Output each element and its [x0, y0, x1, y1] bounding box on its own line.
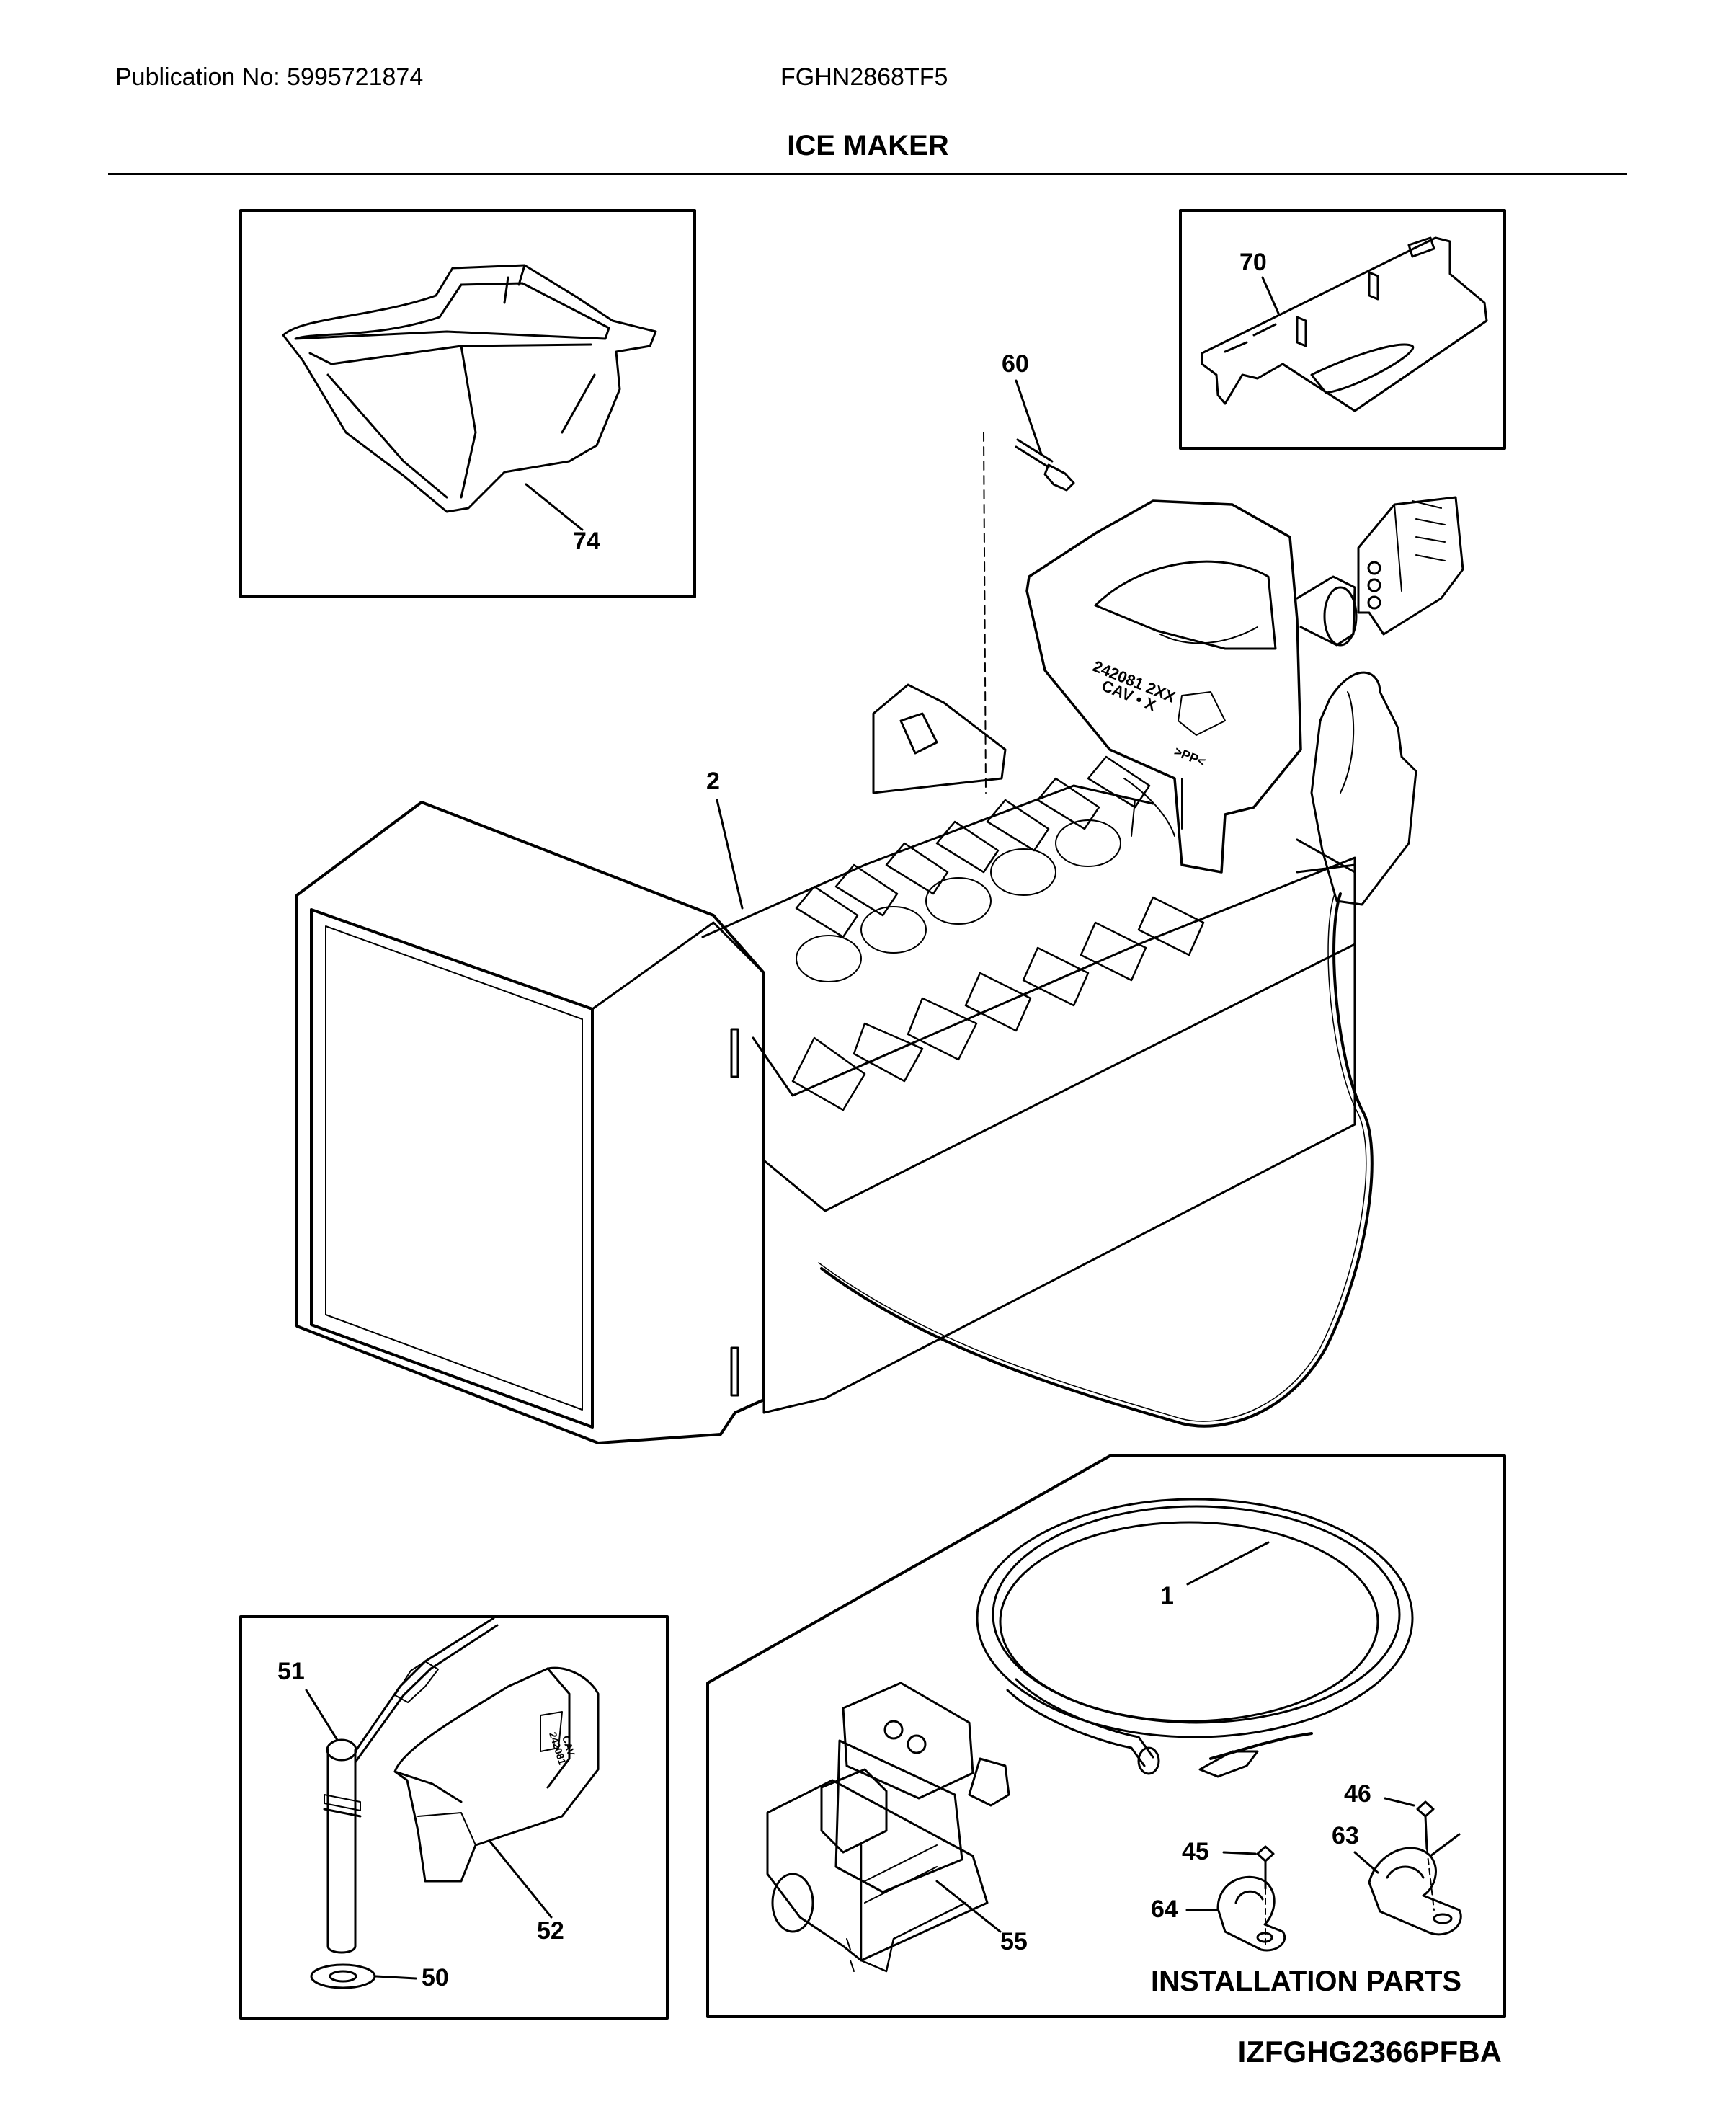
bracket-detail-box: [1179, 209, 1506, 450]
bucket-detail-box: [239, 209, 696, 598]
fill-tube-washer: [310, 1963, 376, 1989]
clamp-63: [1368, 1833, 1462, 1936]
screw-46: [1416, 1800, 1435, 1850]
installation-parts-panel: [706, 1454, 1506, 2018]
callout-50: 50: [422, 1964, 449, 1991]
callout-63: 63: [1332, 1822, 1359, 1849]
callout-64: 64: [1151, 1896, 1178, 1923]
header-rule: [108, 173, 1627, 175]
diagram-code: IZFGHG2366PFBA: [1237, 2035, 1502, 2069]
callout-74: 74: [573, 528, 600, 555]
water-valve: [766, 1682, 1010, 1973]
ice-bucket: [282, 264, 657, 513]
callout-70: 70: [1239, 249, 1267, 276]
clamp-64: [1216, 1875, 1286, 1952]
page-title: ICE MAKER: [787, 130, 949, 161]
model-number: FGHN2868TF5: [780, 63, 948, 91]
mounting-bracket: [1201, 236, 1488, 412]
publication-number: Publication No: 5995721874: [115, 63, 424, 91]
screw-45: [1256, 1845, 1275, 1890]
fill-tube-detail-box: [239, 1615, 669, 2020]
callout-51: 51: [277, 1658, 305, 1685]
water-tube: [976, 1498, 1414, 1778]
callout-60: 60: [1002, 350, 1029, 378]
screw-60: [1015, 438, 1075, 492]
callout-2: 2: [706, 768, 720, 795]
callout-52: 52: [537, 1917, 564, 1945]
callout-45: 45: [1182, 1838, 1209, 1865]
ice-maker-assembly: 242081 2XX CAV • X >PP<: [295, 496, 1464, 1444]
installation-parts-caption: INSTALLATION PARTS: [1151, 1965, 1461, 1997]
fill-tube: [323, 1617, 499, 1954]
callout-46: 46: [1344, 1780, 1371, 1808]
callout-1: 1: [1160, 1582, 1174, 1609]
recycle-mark: >PP<: [1172, 744, 1208, 769]
callout-55: 55: [1000, 1928, 1028, 1955]
